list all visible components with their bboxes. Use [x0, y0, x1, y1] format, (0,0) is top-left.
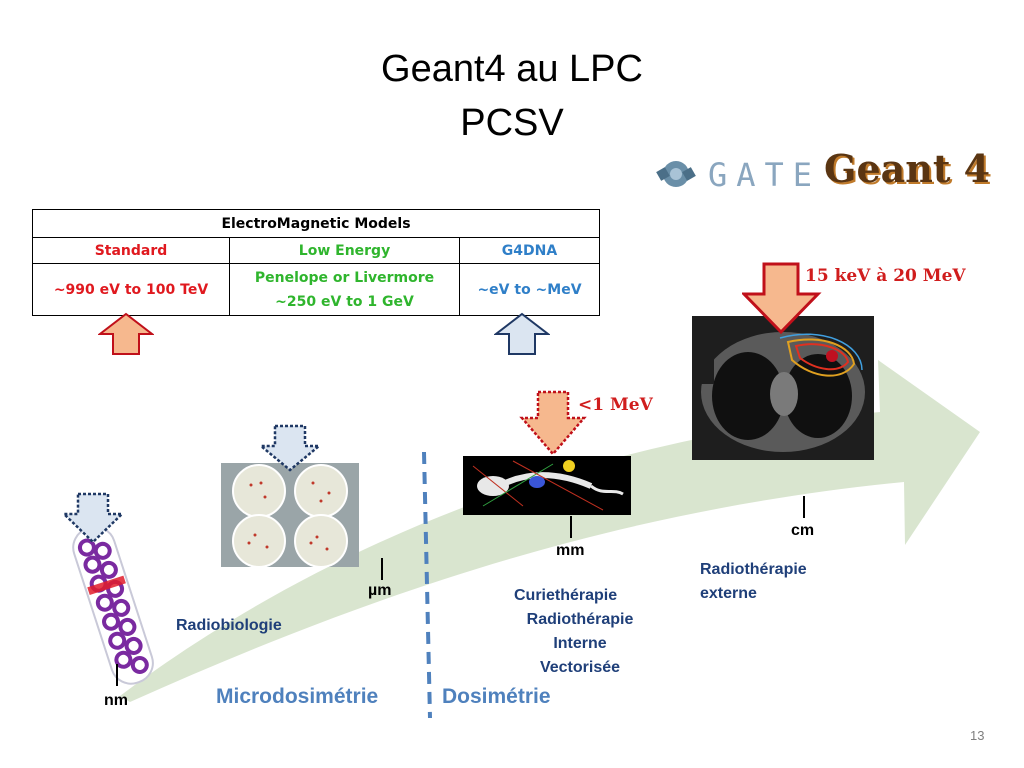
mouse-skeleton-drawing	[472, 460, 624, 511]
gate-logo: GATE	[652, 150, 812, 198]
em-range-standard: ~990 eV to 100 TeV	[32, 263, 230, 316]
em-models-table: ElectroMagnetic Models Standard Low Ener…	[32, 209, 600, 316]
ct-scan-drawing	[696, 330, 865, 452]
domain-label-microdosimetrie: Microdosimétrie	[216, 685, 379, 708]
gate-logo-text: GATE	[708, 156, 822, 194]
gate-satellite-icon	[656, 161, 696, 187]
em-range-low-energy-line1: Penelope or Livermore	[254, 269, 435, 286]
scale-label-mm: mm	[556, 542, 585, 559]
geant4-logo: Geant 4	[824, 146, 991, 191]
energy-label-external: 15 keV à 20 MeV	[805, 266, 966, 286]
em-table-header: ElectroMagnetic Models	[32, 209, 600, 238]
down-arrow-external-icon	[742, 262, 822, 335]
field-curie-line2: Radiothérapie	[526, 611, 634, 628]
up-arrow-standard-icon	[98, 312, 154, 355]
field-ext-line1: Radiothérapie	[700, 561, 807, 578]
em-col-g4dna: G4DNA	[459, 237, 600, 264]
page-number: 13	[970, 728, 985, 743]
petri-dishes-photo	[221, 463, 359, 568]
mouse-skeleton-image	[463, 456, 631, 515]
down-arrow-internal-icon	[519, 390, 587, 456]
domain-label-dosimetrie: Dosimétrie	[442, 685, 551, 708]
down-arrow-dna-icon	[60, 492, 126, 544]
field-label-curietherapie: Curiethérapie Radiothérapie Interne Vect…	[500, 584, 660, 680]
dna-chromatin-image	[72, 525, 154, 685]
petri-dishes-drawing	[232, 464, 348, 568]
em-col-low-energy: Low Energy	[229, 237, 460, 264]
scale-label-um: µm	[368, 582, 392, 599]
em-range-low-energy: Penelope or Livermore ~250 eV to 1 GeV	[229, 263, 460, 316]
field-curie-line3: Interne	[553, 635, 607, 652]
domain-separator-line	[422, 451, 432, 719]
field-ext-line2: externe	[700, 585, 757, 602]
scale-tick-nm	[116, 664, 118, 686]
em-col-standard: Standard	[32, 237, 230, 264]
scale-label-cm: cm	[791, 522, 815, 539]
down-arrow-petri-icon	[257, 424, 323, 472]
field-label-radiotherapie-externe: Radiothérapie externe	[700, 558, 807, 606]
em-range-g4dna: ~eV to ~MeV	[459, 263, 600, 316]
field-label-radiobiologie: Radiobiologie	[176, 617, 282, 634]
em-range-low-energy-line2: ~250 eV to 1 GeV	[275, 293, 414, 310]
field-curie-line1: Curiethérapie	[514, 587, 618, 604]
slide-title-line2: PCSV	[460, 102, 564, 144]
energy-label-internal: <1 MeV	[578, 395, 653, 415]
ct-scan-image	[692, 316, 874, 460]
scale-label-nm: nm	[104, 692, 128, 709]
slide-title-line1: Geant4 au LPC	[381, 48, 643, 90]
scale-tick-cm	[803, 496, 805, 518]
up-arrow-g4dna-icon	[494, 312, 550, 355]
scale-tick-um	[381, 558, 383, 580]
scale-tick-mm	[570, 516, 572, 538]
field-curie-line4: Vectorisée	[539, 659, 621, 676]
